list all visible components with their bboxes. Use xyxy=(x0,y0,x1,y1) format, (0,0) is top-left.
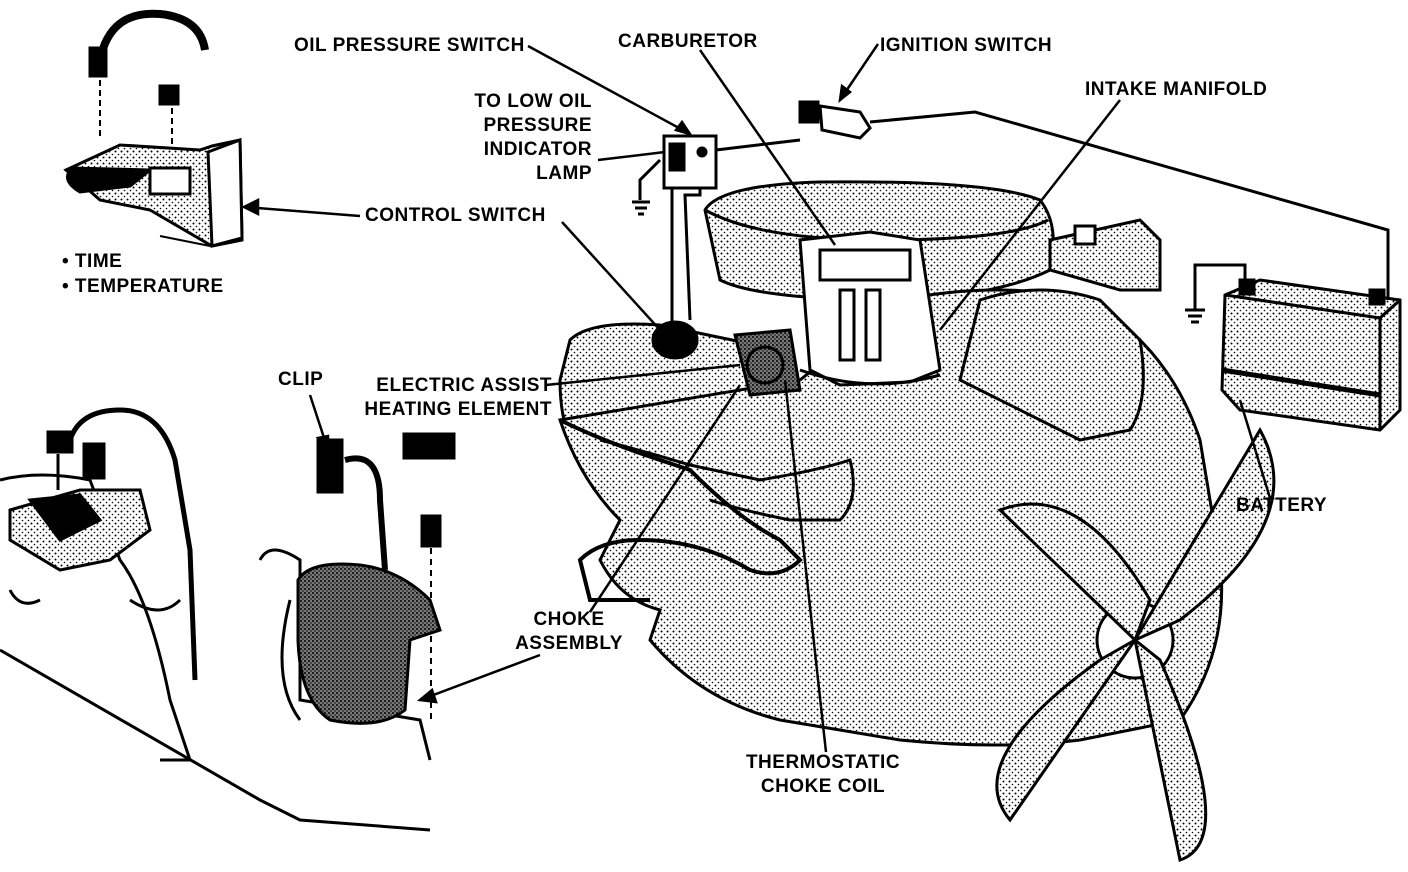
label-thermostatic-line-1: THERMOSTATIC xyxy=(745,752,901,773)
label-time: • TIME xyxy=(62,251,123,272)
label-carburetor: CARBURETOR xyxy=(618,31,758,52)
label-electric-assist-line-2: HEATING ELEMENT xyxy=(364,399,552,420)
control-switch-inset xyxy=(63,9,244,248)
main-engine xyxy=(558,180,1276,862)
oil-pressure-switch-drawing xyxy=(632,134,718,216)
label-choke-assembly-line-1: CHOKE xyxy=(533,609,605,630)
label-thermostatic-line-2: CHOKE COIL xyxy=(760,776,886,797)
label-temperature: • TEMPERATURE xyxy=(62,276,224,297)
label-thermostatic-choke-coil: THERMOSTATIC CHOKE COIL xyxy=(738,751,908,799)
wiring xyxy=(670,110,1390,330)
label-low-oil-line-4: LAMP xyxy=(536,163,592,184)
label-oil-pressure-switch: OIL PRESSURE SWITCH xyxy=(294,35,525,56)
label-choke-assembly: CHOKE ASSEMBLY xyxy=(506,608,632,656)
leader-lines xyxy=(241,43,1272,753)
label-electric-assist: ELECTRIC ASSIST HEATING ELEMENT xyxy=(340,374,552,422)
label-low-oil-lamp: TO LOW OIL PRESSURE INDICATOR LAMP xyxy=(440,90,592,186)
label-control-switch: CONTROL SWITCH xyxy=(365,205,546,226)
label-battery: BATTERY xyxy=(1236,495,1328,516)
engine-detail-inset xyxy=(0,407,456,832)
battery-drawing xyxy=(1220,278,1402,432)
label-intake-manifold: INTAKE MANIFOLD xyxy=(1085,79,1268,100)
label-ignition-switch: IGNITION SWITCH xyxy=(880,35,1053,56)
label-clip: CLIP xyxy=(278,369,324,390)
label-low-oil-line-1: TO LOW OIL xyxy=(474,91,592,112)
label-low-oil-line-2: PRESSURE xyxy=(483,115,592,136)
label-electric-assist-line-1: ELECTRIC ASSIST xyxy=(376,375,552,396)
label-low-oil-line-3: INDICATOR xyxy=(483,139,592,160)
label-choke-assembly-line-2: ASSEMBLY xyxy=(515,633,623,654)
ignition-switch-drawing xyxy=(798,100,872,140)
